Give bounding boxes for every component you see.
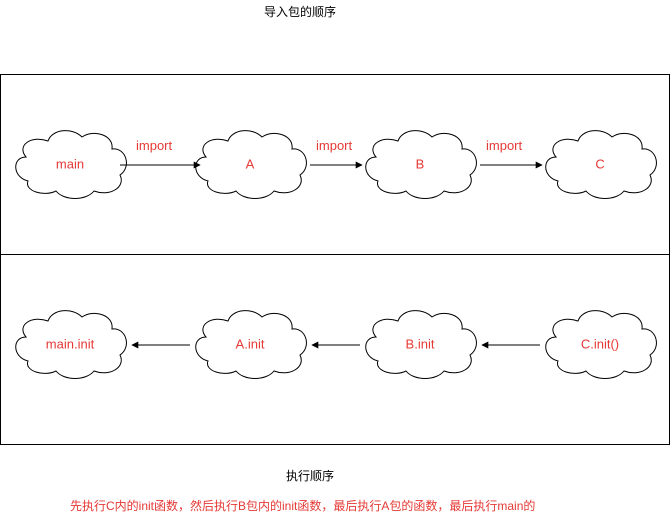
edge-label-b-c: import [486,138,523,153]
node-b-init: B.init [365,310,477,379]
node-c-init: C.init() [545,310,657,379]
node-a-init: A.init [195,310,307,379]
node-a: A [195,130,307,200]
node-main-init: main.init [15,310,127,379]
edge-label-main-a: import [136,138,173,153]
node-main-init-label: main.init [46,336,95,351]
edge-label-a-b: import [316,138,353,153]
node-main: main [15,130,127,200]
diagram-title: 导入包的顺序 [263,5,336,19]
node-c-init-label: C.init() [581,336,619,351]
node-a-init-label: A.init [236,336,265,351]
node-c: C [545,130,657,200]
node-a-label: A [246,156,255,171]
init-order-panel [0,254,670,445]
node-main-label: main [56,156,84,171]
node-b: B [365,130,477,200]
execution-order-note: 先执行C内的init函数，然后执行B包内的init函数，最后执行A包的函数，最后… [70,499,536,513]
node-b-label: B [416,156,425,171]
execution-order-caption: 执行顺序 [285,469,334,483]
node-b-init-label: B.init [406,336,435,351]
node-c-label: C [595,156,604,171]
